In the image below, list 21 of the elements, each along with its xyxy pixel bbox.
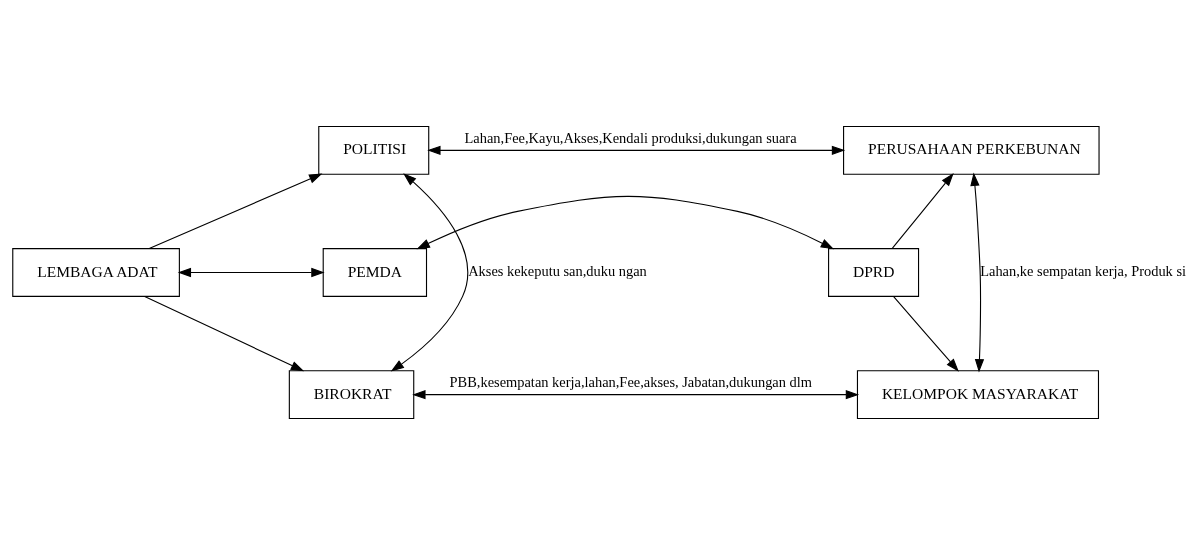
edge-label: Lahan,Fee,Kayu,Akses,Kendali produksi,dukungan suara (464, 129, 797, 146)
arrow (427, 145, 846, 155)
arrow (892, 295, 959, 372)
node-box: PERUSAHAAN PERKEBUNAN (843, 125, 1100, 175)
edge-label: Lahan,ke sempatan kerja, Produk si (980, 262, 1187, 279)
arrow (148, 173, 323, 249)
node-box: POLITISI (318, 125, 430, 175)
node-box: DPRD (828, 247, 920, 297)
arrow (390, 172, 469, 372)
arrow (144, 295, 305, 371)
node-box: LEMBAGA ADAT (12, 247, 180, 297)
node-box: PEMDA (322, 247, 428, 297)
node-box: BIROKRAT (288, 369, 415, 419)
arrow (177, 267, 325, 277)
arrow (412, 389, 860, 399)
node-box: KELOMPOK MASYARAKAT (856, 369, 1100, 419)
arrow (891, 172, 954, 249)
edge-label: Akses kekeputu san,duku ngan (468, 262, 647, 279)
edge-label: PBB,kesempatan kerja,lahan,Fee,akses, Jabatan,dukungan dlm (449, 373, 813, 390)
arrow (416, 195, 835, 249)
arrow (970, 172, 985, 372)
